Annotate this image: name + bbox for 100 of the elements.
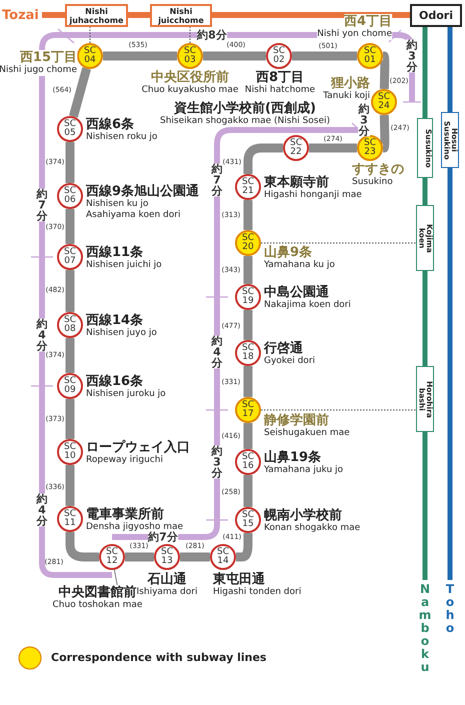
station-code: SC 04	[83, 47, 97, 65]
connector-line	[260, 242, 416, 244]
station-name: 西線16条	[86, 374, 144, 389]
subway-line	[448, 168, 452, 580]
station-name-romaji: Shiseikan shogakko mae (Nishi Sosei)	[160, 116, 330, 127]
station-code: SC 14	[216, 548, 230, 566]
track-segment	[244, 475, 252, 507]
station-name: 山鼻9条	[264, 245, 312, 260]
station-circle	[235, 449, 261, 475]
subway-line	[448, 27, 452, 112]
station-circle	[235, 507, 261, 533]
legend-label: Correspondence with subway lines	[51, 651, 266, 665]
station-name-romaji: Yamahana ku jo	[264, 260, 335, 271]
station-code: SC 01	[363, 47, 377, 65]
travel-time-label: 約4分	[36, 318, 48, 352]
station-name: 西線6条	[86, 117, 134, 132]
station-name-romaji: Nishisen roku jo	[86, 132, 158, 143]
station-code: SC 02	[272, 47, 286, 65]
station-code: SC 20	[241, 234, 255, 252]
track-segment	[244, 256, 252, 284]
station-name-romaji: Konan shogakko mae	[264, 523, 360, 534]
travel-time-label: 約4分	[211, 336, 223, 368]
station-name: 電車事業所前	[86, 507, 164, 522]
station-code: SC 13	[160, 548, 174, 566]
station-name: 中央区役所前	[151, 70, 229, 85]
station-code: SC 07	[63, 248, 77, 266]
station-name-romaji: Nishisen juichi jo	[86, 260, 162, 271]
station-circle	[177, 43, 203, 69]
travel-time-label: 約3分	[358, 104, 370, 136]
travel-time-label: 約7分	[211, 164, 223, 196]
station-name-romaji: Ishiyama dori	[136, 587, 198, 598]
track-segment	[103, 52, 177, 60]
track-segment	[125, 552, 154, 562]
station-name-romaji: Higashi honganji mae	[264, 190, 362, 201]
subway-station-sign: Nishi juicchome	[150, 4, 212, 27]
station-name-romaji: Chuo kuyakusho mae	[142, 85, 238, 96]
station-name: 西線9条旭山公園通	[86, 184, 200, 199]
station-code: SC 21	[241, 178, 255, 196]
track-segment	[244, 200, 252, 230]
station-name: 西15丁目	[20, 50, 77, 65]
subway-station-sign: Nishi juhacchome	[65, 4, 128, 27]
travel-time-label: 約3分	[406, 40, 418, 72]
station-name-romaji: Nishisen juyo jo	[86, 328, 157, 339]
track-segment	[66, 209, 74, 244]
station-name-romaji: Nishi yon chome	[317, 29, 392, 40]
station-circle	[57, 244, 83, 270]
station-circle	[77, 43, 103, 69]
station-circle	[57, 116, 83, 142]
subway-line	[212, 12, 410, 18]
station-name: 中島公園通	[264, 285, 329, 300]
subway-line	[422, 432, 428, 580]
station-name: すすきの	[352, 162, 404, 177]
travel-time-label: 約7分	[148, 532, 178, 542]
travel-time-label: 約4分	[36, 494, 48, 526]
station-circle	[235, 230, 261, 256]
station-circle	[57, 373, 83, 399]
station-name-romaji: Higashi tonden dori	[213, 587, 302, 598]
station-name-romaji: Seishugakuen mae	[264, 428, 350, 439]
station-circle	[235, 397, 261, 423]
line-name: Namboku	[418, 580, 432, 675]
station-code: SC 16	[241, 453, 255, 471]
station-circle	[57, 506, 83, 532]
station-code: SC 11	[63, 510, 77, 528]
station-name: ロープウェイ入口	[86, 440, 190, 455]
station-code: SC 05	[63, 120, 77, 138]
station-name: 山鼻19条	[264, 450, 322, 465]
station-name: 幌南小学校前	[264, 508, 342, 523]
station-name-romaji: Chuo toshokan mae	[52, 600, 144, 611]
station-name: 西4丁目	[344, 14, 392, 29]
station-circle	[210, 544, 236, 570]
station-code: SC 17	[241, 401, 255, 419]
station-circle	[57, 183, 83, 209]
subway-line	[422, 27, 428, 118]
station-name: 狸小路	[331, 76, 370, 91]
track-segment	[66, 338, 74, 373]
track-segment	[69, 67, 91, 118]
subway-line	[422, 271, 428, 366]
track-segment	[66, 465, 74, 506]
station-circle	[154, 544, 180, 570]
station-circle	[99, 544, 125, 570]
track-segment	[380, 114, 390, 152]
station-code: SC 09	[63, 377, 77, 395]
subway-station-sign: Odori	[410, 4, 462, 27]
leader-line	[114, 569, 118, 586]
station-name: 西線11条	[86, 245, 144, 260]
station-code: SC 19	[241, 288, 255, 306]
track-segment	[244, 366, 252, 397]
track-segment	[309, 144, 357, 152]
station-circle	[357, 135, 383, 161]
subway-line	[42, 12, 65, 18]
station-circle	[371, 89, 397, 115]
station-name-romaji: Nakajima koen dori	[264, 300, 351, 311]
station-name-romaji: Tanuki koji	[323, 91, 370, 102]
station-name: 静修学園前	[264, 413, 329, 428]
station-circle	[57, 312, 83, 338]
track-segment	[380, 52, 390, 90]
station-code: SC 22	[289, 139, 303, 157]
track-segment	[203, 52, 266, 60]
station-name-romaji: Nishi jugo chome	[0, 65, 77, 76]
station-code: SC 18	[241, 344, 255, 362]
